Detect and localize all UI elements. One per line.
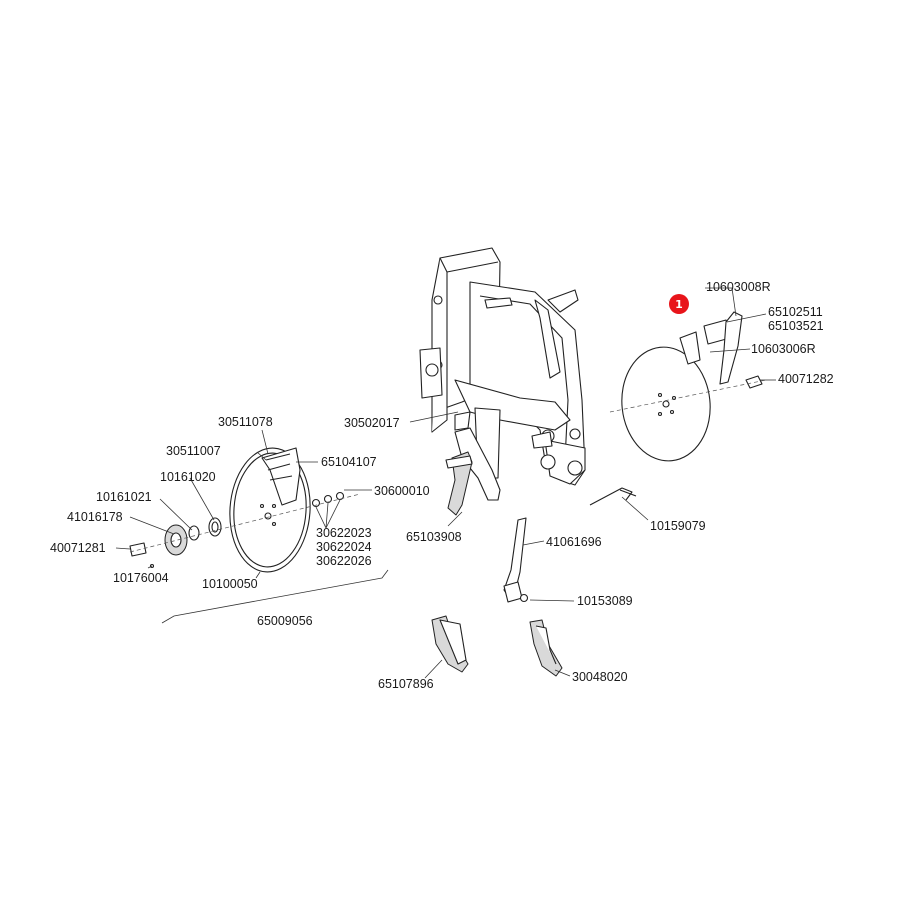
shoe-65107896 [431, 615, 469, 673]
label-65104107: 65104107 [321, 455, 377, 469]
label-30600010: 30600010 [374, 484, 430, 498]
callout-badge-number: 1 [675, 298, 683, 311]
main-frame [419, 247, 586, 486]
leader-lines [115, 287, 776, 679]
blade-41061696 [503, 517, 529, 603]
label-10100050: 10100050 [202, 577, 258, 591]
shank-65103908 [445, 427, 501, 516]
label-30048020: 30048020 [572, 670, 628, 684]
label-10161021: 10161021 [96, 490, 152, 504]
label-65103521: 65103521 [768, 319, 824, 333]
label-30622026: 30622026 [316, 554, 372, 568]
left-disc-assembly [129, 447, 361, 573]
label-30622024: 30622024 [316, 540, 372, 554]
callout-badge: 1 [669, 294, 689, 314]
label-10603006R: 10603006R [751, 342, 816, 356]
label-10161020: 10161020 [160, 470, 216, 484]
label-30511078: 30511078 [218, 415, 273, 429]
label-65102511: 65102511 [768, 305, 823, 319]
label-65009056: 65009056 [257, 614, 313, 628]
label-30511007: 30511007 [166, 444, 221, 458]
spring-pin-10159079 [589, 487, 637, 506]
label-10159079: 10159079 [650, 519, 706, 533]
label-10176004: 10176004 [113, 571, 169, 585]
label-10153089: 10153089 [577, 594, 633, 608]
right-disc-assembly [609, 311, 767, 462]
shoe-30048020 [529, 619, 563, 677]
label-40071282: 40071282 [778, 372, 834, 386]
label-41061696: 41061696 [546, 535, 602, 549]
part-labels: 10603008R 65102511 65103521 10603006R 40… [50, 280, 834, 691]
label-30502017: 30502017 [344, 416, 400, 430]
label-10603008R: 10603008R [706, 280, 771, 294]
label-40071281: 40071281 [50, 541, 106, 555]
label-30622023: 30622023 [316, 526, 372, 540]
callout-badge-circle [669, 294, 689, 314]
label-65103908: 65103908 [406, 530, 462, 544]
label-41016178: 41016178 [67, 510, 123, 524]
label-65107896: 65107896 [378, 677, 434, 691]
